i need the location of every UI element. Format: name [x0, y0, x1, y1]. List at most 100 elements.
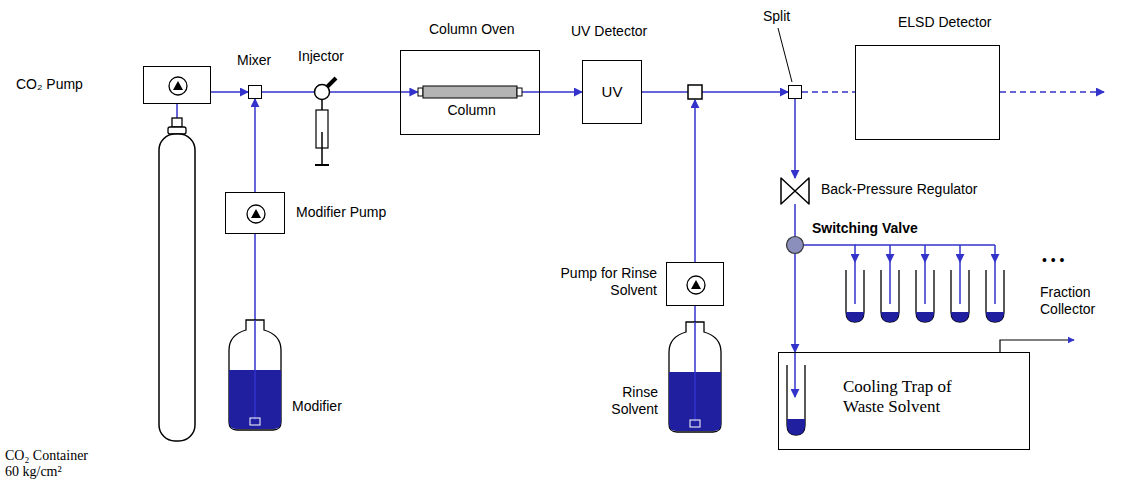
fraction-collector-shape: [840, 262, 1010, 324]
drawing-part: [854, 262, 856, 304]
flow-line: [794, 99, 796, 178]
drawing-part: [251, 209, 261, 218]
flow-line: [694, 306, 696, 322]
drawing-part: [691, 280, 701, 289]
drawing-part: [889, 262, 891, 304]
component-label: Split: [763, 8, 790, 25]
fraction-drop: [924, 245, 926, 262]
syringe-needle: [321, 100, 323, 110]
detector-box: UV DetectorUV: [582, 60, 642, 124]
gas-cylinder-shape: [157, 118, 197, 443]
rinse-line: [694, 100, 696, 262]
component-label: Modifier: [292, 398, 342, 415]
drawing-part: [959, 262, 961, 304]
back-pressure-regulator: Back-Pressure Regulator: [781, 178, 809, 204]
trap-vent: [1000, 340, 1074, 352]
solvent-bottle: Modifier: [228, 320, 282, 430]
drawing-part: [315, 85, 330, 100]
fraction-collector: Fraction Collector: [840, 262, 1010, 324]
drawing-part: [881, 312, 899, 322]
flow-line: [211, 91, 248, 93]
flow-line: [330, 91, 418, 93]
drawing-part: [250, 418, 260, 425]
drawing-part: [986, 312, 1004, 322]
flow-line: [642, 91, 788, 93]
fraction-drop: [889, 245, 891, 262]
detector-box: ELSD Detector: [855, 45, 1000, 140]
flow-line: [262, 91, 314, 93]
solvent-bottle-shape: [668, 322, 722, 432]
column-shape: [418, 86, 522, 98]
flow-line: [794, 204, 796, 236]
drawing-part: [787, 237, 804, 254]
back-pressure-regulator-shape: [781, 178, 809, 204]
mixer: Mixer: [248, 85, 262, 99]
rinse-mixer: [688, 85, 702, 99]
drawing-part: [173, 81, 183, 90]
component-label: Pump for Rinse Solvent: [555, 265, 657, 299]
drawing-part: [254, 320, 256, 420]
split-tee: Split: [788, 85, 802, 99]
drawing-part: [247, 205, 265, 223]
injector-valve-shape: [314, 84, 330, 100]
gas-cylinder: CO₂ Container 60 kg/cm²: [157, 118, 197, 443]
pump-box-shape: [144, 67, 212, 105]
component-label: UV Detector: [571, 23, 647, 40]
component-label: Modifier Pump: [296, 204, 386, 221]
drawing-part: [951, 312, 969, 322]
pump-box: CO₂ Pump: [143, 66, 211, 104]
flow-line: [254, 234, 256, 320]
drawing-part: [846, 312, 864, 322]
drawing-part: [687, 276, 705, 294]
component-label: Column Oven: [429, 21, 515, 38]
flow-line: [802, 91, 855, 93]
drawing-part: [787, 365, 805, 435]
flow-line: [804, 245, 855, 262]
drawing-part: [159, 134, 195, 441]
drawing-part: [229, 320, 281, 430]
component-label: Mixer: [237, 52, 271, 69]
component-label: Switching Valve: [812, 220, 918, 237]
solvent-bottle: Rinse Solvent: [668, 322, 722, 432]
drawing-part: [781, 178, 809, 204]
component-label: Rinse Solvent: [598, 384, 658, 418]
drawing-part: [423, 86, 517, 98]
injector-valve: Injector: [314, 84, 330, 100]
elsd-outlet: [1000, 91, 1104, 93]
pump-box-shape: [226, 193, 286, 235]
drawing-part: [794, 353, 796, 397]
component-label: CO₂ Container 60 kg/cm²: [5, 448, 100, 480]
component-label: ELSD Detector: [898, 14, 991, 31]
drawing-part: [517, 88, 522, 96]
drawing-part: [994, 262, 996, 304]
component-label: Cooling Trap of Waste Solvent: [843, 377, 975, 418]
syringe-plunger: [321, 132, 323, 165]
drawing-part: [694, 322, 696, 422]
column-oven: Column OvenColumn: [400, 50, 540, 135]
box-text: UV: [602, 83, 623, 101]
solvent-bottle-shape: [228, 320, 282, 430]
flow-line: [794, 254, 796, 352]
leader-line: [778, 28, 792, 82]
drawing-part: [418, 88, 423, 96]
fraction-drop: [959, 245, 961, 262]
column: Column: [418, 86, 522, 98]
continuation-dots: • • •: [1042, 252, 1064, 268]
drawing-part: [168, 127, 186, 134]
cooling-trap: Cooling Trap of Waste Solvent: [778, 352, 1030, 450]
component-label: CO₂ Pump: [16, 76, 83, 93]
drawing-part: [787, 419, 805, 435]
syringe-handle: [315, 164, 329, 166]
drawing-part: [924, 262, 926, 304]
drawing-part: [916, 312, 934, 322]
drawing-part: [669, 322, 721, 432]
fraction-drop: [994, 245, 996, 262]
pump-box: Modifier Pump: [225, 192, 285, 234]
flow-line: [254, 99, 256, 192]
switching-valve-shape: [786, 236, 804, 254]
pump-box: Pump for Rinse Solvent: [666, 262, 724, 306]
component-label: Column: [448, 102, 496, 119]
drawing-part: [172, 118, 182, 127]
switching-valve: Switching Valve: [786, 236, 804, 254]
